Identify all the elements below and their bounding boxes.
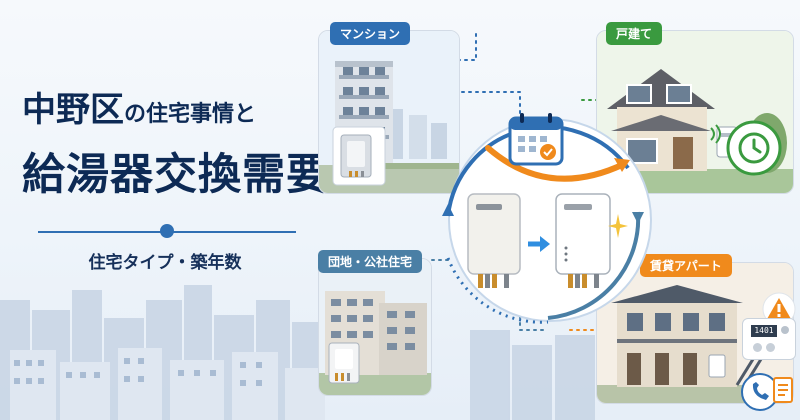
document-icon xyxy=(773,377,793,403)
clock-icon xyxy=(726,120,782,176)
remote-button xyxy=(753,343,762,352)
danchi-illustration xyxy=(319,259,431,395)
tag-mansion: マンション xyxy=(330,22,411,45)
calendar-icon xyxy=(508,113,564,166)
mansion-illustration xyxy=(319,31,459,193)
cycle-arrows xyxy=(442,125,644,324)
title-ward-name: 中野区 xyxy=(22,90,124,130)
title-line-2: 給湯器交換需要 xyxy=(22,150,330,200)
sparkle-icon xyxy=(608,214,628,238)
phone-document-icons xyxy=(741,373,793,411)
remote-button xyxy=(781,326,789,334)
remote-display: 1401 xyxy=(751,325,777,337)
title-line-1: 中野区の住宅事情と xyxy=(22,82,312,131)
phone-icon xyxy=(741,373,779,411)
old-water-heater xyxy=(467,193,521,288)
new-water-heater xyxy=(555,193,611,288)
arrow-right-icon xyxy=(528,236,550,252)
remote-button xyxy=(766,343,775,352)
tag-danchi: 団地・公社住宅 xyxy=(318,250,423,273)
tag-rental-apartment: 賃貸アパート xyxy=(640,254,732,277)
subtitle: 住宅タイプ・築年数 xyxy=(88,253,242,273)
divider-dot xyxy=(160,224,174,238)
card-danchi xyxy=(318,258,432,396)
title-line-1-rest: の住宅事情と xyxy=(124,102,257,127)
tag-detached-house: 戸建て xyxy=(606,22,663,45)
signal-waves-icon xyxy=(710,124,721,144)
warning-icon xyxy=(762,292,796,326)
card-mansion xyxy=(318,30,460,194)
water-heater-remote-panel: 1401 xyxy=(742,318,796,360)
